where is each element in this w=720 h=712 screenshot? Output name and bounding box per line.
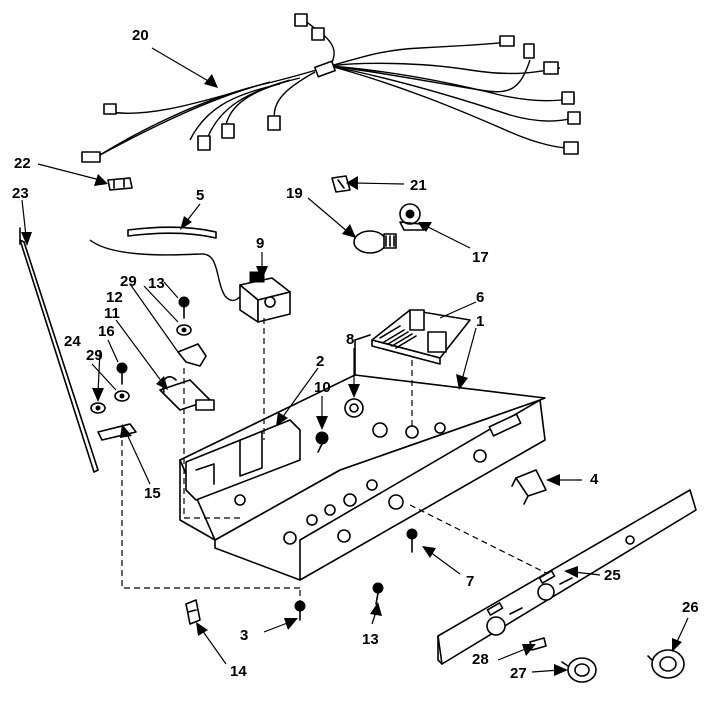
callout-21: 21	[410, 177, 427, 194]
socket-17	[399, 203, 425, 231]
board-6	[371, 309, 471, 365]
screw-7	[406, 528, 418, 553]
clip-14	[185, 599, 201, 625]
thermostat-11	[159, 376, 215, 411]
callout-2: 2	[316, 353, 324, 370]
screw-10	[315, 431, 329, 453]
bulb-19	[353, 230, 397, 254]
callout-4: 4	[590, 471, 599, 488]
callout-labels: 20 22 23 5 9 19 21 17 6 1 8 10 2 4 7 13 …	[12, 27, 699, 682]
tube-5	[127, 226, 217, 239]
callout-6: 6	[476, 289, 484, 306]
clip-21	[331, 175, 351, 193]
callout-16: 16	[98, 323, 115, 340]
callout-27: 27	[510, 665, 527, 682]
screw-stack-lower	[90, 362, 137, 441]
callout-8: 8	[346, 331, 354, 348]
screw-13-lower	[372, 582, 384, 605]
leader-lines	[21, 47, 689, 676]
callout-17: 17	[472, 249, 489, 266]
callout-28: 28	[472, 651, 489, 668]
relay-9	[89, 239, 291, 323]
callout-11: 11	[104, 305, 120, 322]
callout-26: 26	[682, 599, 699, 616]
callout-14: 14	[230, 663, 247, 680]
callout-3: 3	[240, 627, 248, 644]
callout-13-lower: 13	[362, 631, 379, 648]
callout-1: 1	[476, 313, 484, 330]
callout-24: 24	[64, 333, 81, 350]
clip-22	[107, 177, 133, 191]
callout-13-upper: 13	[148, 275, 165, 292]
knob-26	[647, 649, 685, 679]
callout-23: 23	[12, 185, 29, 202]
screw-stack-upper	[176, 296, 207, 367]
callout-9: 9	[256, 235, 264, 252]
callout-5: 5	[196, 187, 204, 204]
callout-20: 20	[132, 27, 149, 44]
callout-15: 15	[144, 485, 161, 502]
clip-4	[511, 469, 547, 505]
screw-3	[294, 600, 306, 621]
bracket-2	[185, 419, 301, 506]
callout-12: 12	[106, 289, 123, 306]
control-panel-25	[437, 489, 697, 665]
callout-22: 22	[14, 155, 31, 172]
callout-7: 7	[466, 573, 474, 590]
callout-29-lower: 29	[86, 347, 103, 364]
rod-23	[19, 227, 99, 473]
control-housing-1	[179, 334, 546, 581]
callout-10: 10	[314, 379, 331, 396]
callout-19: 19	[286, 185, 303, 202]
grommet-8	[344, 398, 364, 418]
callout-29-upper: 29	[120, 273, 137, 290]
wire-harness	[81, 13, 581, 163]
callout-25: 25	[604, 567, 621, 584]
